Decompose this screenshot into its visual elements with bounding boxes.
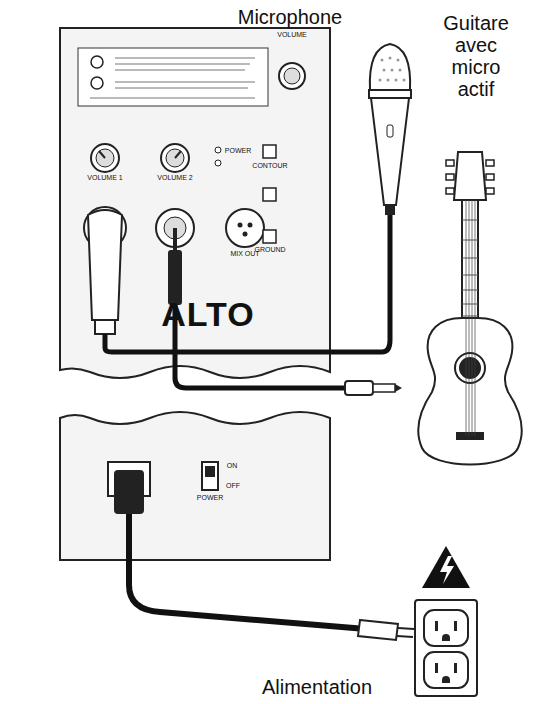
panel-text: VOLUME: [277, 31, 307, 39]
rear-panel-lower: [60, 412, 330, 560]
panel-text: VOLUME 2: [157, 174, 192, 182]
power-switch: [202, 462, 218, 490]
panel-text: GROUND: [254, 246, 285, 254]
heading-label: Microphone: [238, 6, 343, 28]
panel-text: CONTOUR: [252, 162, 287, 170]
panel-text: POWER: [225, 147, 251, 155]
xlr-output: [226, 209, 264, 247]
info-strip: [78, 48, 268, 106]
microphone: [369, 44, 411, 215]
mic-cable: [105, 212, 390, 352]
xlr-plug: [88, 210, 122, 320]
warning-symbol: [422, 546, 470, 588]
panel-text: OFF: [226, 482, 240, 490]
volume-knob: [279, 63, 305, 89]
power-cord: [129, 514, 378, 630]
brand-logo: ALTO: [161, 296, 254, 333]
panel-text: POWER: [197, 494, 223, 502]
channel-knobs: [91, 144, 189, 172]
panel-text: VOLUME 1: [87, 174, 122, 182]
wall-outlet: [415, 600, 477, 696]
heading-label: Alimentation: [262, 676, 372, 698]
panel-text: ON: [227, 462, 238, 470]
heading-label: Guitare avec micro actif: [435, 12, 517, 100]
switches: [263, 145, 276, 243]
guitar: [418, 152, 521, 465]
rear-panel: [60, 28, 330, 378]
